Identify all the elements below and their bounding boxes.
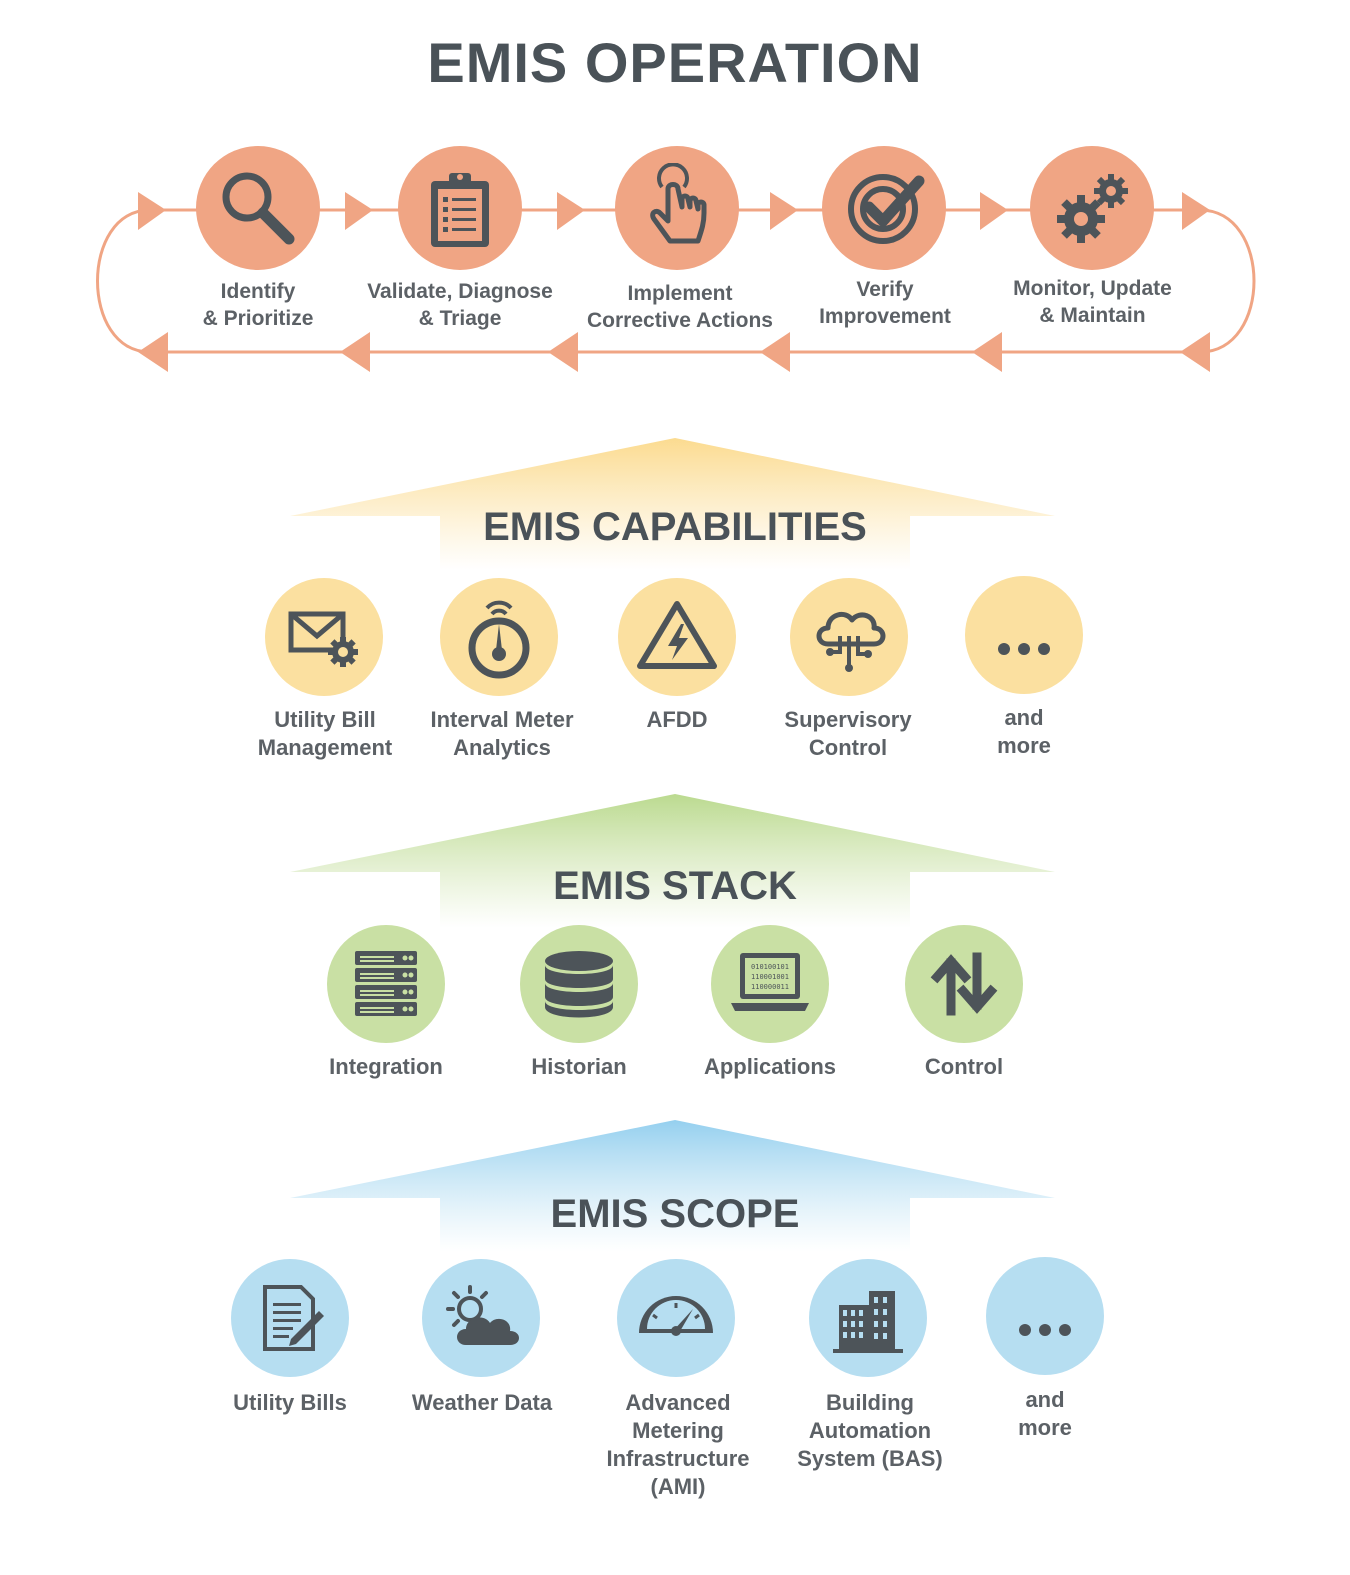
step-label: Monitor, Update & Maintain <box>1013 277 1172 327</box>
stack-label: Integration <box>329 1054 443 1079</box>
capability-afdd <box>618 578 736 696</box>
flow-arrow-left <box>972 332 1002 372</box>
scope-weather-data <box>422 1259 540 1377</box>
stack-title: EMIS STACK <box>553 864 797 908</box>
flow-arrow-right <box>980 192 1008 230</box>
server-rack-icon <box>355 951 417 1016</box>
scope-label: Weather Data <box>411 1390 553 1415</box>
meter-gauge-icon <box>468 600 530 679</box>
stack-up-arrow <box>290 794 1055 928</box>
step-label: Verify Improvement <box>819 278 951 328</box>
flow-arrow-right <box>345 192 373 230</box>
capability-label: AFDD <box>646 707 708 732</box>
flow-arrow-left <box>1180 332 1210 372</box>
step-label: Implement Corrective Actions <box>587 282 773 332</box>
buildings-icon <box>833 1291 903 1353</box>
scope-label: Building Automation System (BAS) <box>797 1390 943 1471</box>
step-identify <box>196 146 320 270</box>
check-target-icon <box>848 174 925 244</box>
capability-label: Utility Bill Management <box>257 707 393 760</box>
magnifier-icon <box>222 172 295 245</box>
step-label: Identify & Prioritize <box>202 280 314 330</box>
operation-cycle-loop <box>96 192 1256 372</box>
step-implement <box>615 146 739 270</box>
gears-icon <box>1057 174 1128 243</box>
flow-arrow-right <box>138 192 166 230</box>
document-pen-icon <box>263 1285 324 1351</box>
ellipsis-icon <box>998 643 1050 655</box>
binary-line: 110001001 <box>751 973 789 981</box>
operation-title: EMIS OPERATION <box>427 31 923 94</box>
database-icon <box>545 951 613 1018</box>
scope-title: EMIS SCOPE <box>550 1192 800 1236</box>
capability-label: Interval Meter Analytics <box>430 707 574 760</box>
step-monitor <box>1030 146 1154 270</box>
scope-up-arrow <box>290 1120 1055 1252</box>
step-verify <box>822 146 946 270</box>
capability-label: and more <box>997 705 1051 758</box>
up-down-arrows-icon <box>930 952 998 1016</box>
flow-arrow-right <box>770 192 798 230</box>
scope-label: Advanced Metering Infrastructure (AMI) <box>606 1390 750 1499</box>
scope-label: and more <box>1018 1387 1072 1440</box>
speedometer-icon <box>639 1296 713 1336</box>
laptop-binary-icon: 010100101 110001001 110000011 <box>731 953 809 1011</box>
stack-historian <box>520 925 638 1043</box>
stack-control <box>905 925 1023 1043</box>
scope-ami <box>617 1259 735 1377</box>
capability-more <box>965 576 1083 694</box>
stack-label: Applications <box>703 1054 836 1079</box>
flow-arrow-left <box>138 332 168 372</box>
scope-bas <box>809 1259 927 1377</box>
flow-arrow-right <box>1182 192 1210 230</box>
flow-arrow-left <box>548 332 578 372</box>
stack-integration <box>327 925 445 1043</box>
step-validate <box>398 146 522 270</box>
tap-hand-icon <box>650 163 707 244</box>
stack-label: Control <box>924 1054 1004 1079</box>
stack-applications: 010100101 110001001 110000011 <box>711 925 829 1043</box>
capabilities-up-arrow <box>290 438 1055 570</box>
warning-bolt-icon <box>637 601 717 669</box>
capabilities-title: EMIS CAPABILITIES <box>483 505 867 549</box>
flow-arrow-left <box>340 332 370 372</box>
scope-label: Utility Bills <box>233 1390 347 1415</box>
scope-more <box>986 1257 1104 1375</box>
sun-cloud-icon <box>446 1285 519 1345</box>
envelope-gear-icon <box>288 611 358 667</box>
capability-interval-meter <box>440 578 558 696</box>
capability-supervisory-control <box>790 578 908 696</box>
flow-arrow-right <box>557 192 585 230</box>
binary-line: 010100101 <box>751 963 789 971</box>
clipboard-icon <box>431 173 489 247</box>
stack-label: Historian <box>531 1054 627 1079</box>
step-label: Validate, Diagnose & Triage <box>367 280 553 330</box>
capability-label: Supervisory Control <box>784 707 912 760</box>
flow-arrow-left <box>760 332 790 372</box>
ellipsis-icon <box>1019 1324 1071 1336</box>
capability-utility-bill <box>265 578 383 696</box>
cloud-circuit-icon <box>816 611 886 672</box>
binary-line: 110000011 <box>751 983 789 991</box>
scope-utility-bills <box>231 1259 349 1377</box>
